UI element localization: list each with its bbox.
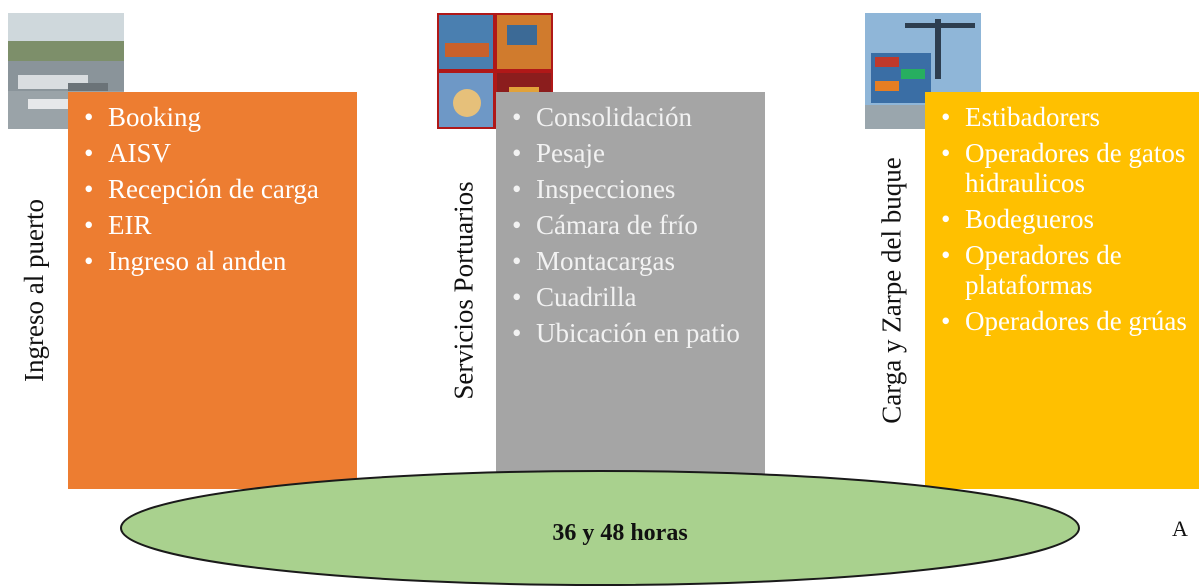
list-item: •Operadores de grúas bbox=[941, 306, 1187, 336]
column-label-servicios-text: Servicios Portuarios bbox=[448, 181, 479, 400]
duration-label: 36 y 48 horas bbox=[552, 520, 687, 546]
list-item: •Cuadrilla bbox=[512, 282, 637, 312]
servicios-box: •Consolidación •Pesaje •Inspecciones •Cá… bbox=[496, 92, 765, 489]
list-item: •Operadores de gatos hidraulicos bbox=[941, 138, 1186, 198]
list-item: •Ubicación en patio bbox=[512, 318, 740, 348]
list-item: •Pesaje bbox=[512, 138, 605, 168]
list-item: •Consolidación bbox=[512, 102, 692, 132]
list-item: •Bodegueros bbox=[941, 204, 1094, 234]
list-item: •Montacargas bbox=[512, 246, 675, 276]
column-label-ingreso: Ingreso al puerto bbox=[0, 92, 68, 489]
list-item: •Inspecciones bbox=[512, 174, 676, 204]
column-label-carga: Carga y Zarpe del buque bbox=[860, 92, 925, 489]
corner-letter: A bbox=[1172, 516, 1188, 541]
port-aerial-photo bbox=[8, 13, 124, 129]
list-item: •Operadores de plataformas bbox=[941, 240, 1122, 300]
list-item: •Estibadorers bbox=[941, 102, 1100, 132]
column-label-servicios: Servicios Portuarios bbox=[432, 92, 496, 489]
list-item: •Cámara de frío bbox=[512, 210, 698, 240]
ingreso-box: •Booking •AISV •Recepción de carga •EIR … bbox=[68, 92, 357, 489]
column-label-ingreso-text: Ingreso al puerto bbox=[18, 199, 49, 382]
list-item: •Ingreso al anden bbox=[84, 246, 287, 276]
carga-box: •Estibadorers •Operadores de gatos hidra… bbox=[925, 92, 1199, 489]
list-item: •Recepción de carga bbox=[84, 174, 319, 204]
list-item: •EIR bbox=[84, 210, 152, 240]
list-item: •AISV bbox=[84, 138, 172, 168]
list-item: •Booking bbox=[84, 102, 202, 132]
column-label-carga-text: Carga y Zarpe del buque bbox=[877, 157, 907, 424]
